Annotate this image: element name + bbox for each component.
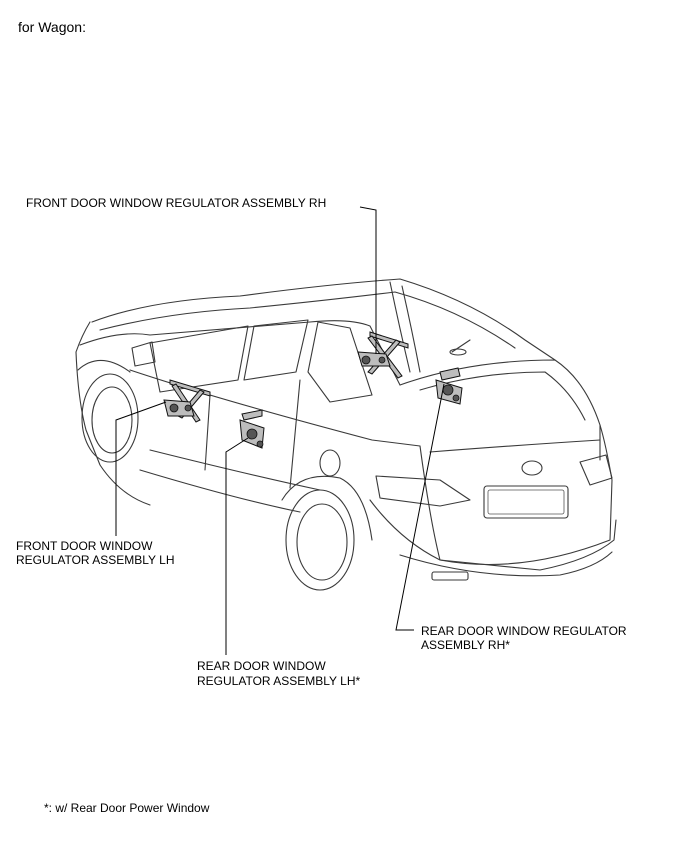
leader-rear-rh — [395, 383, 445, 631]
regulator-front-rh-icon — [357, 331, 409, 379]
regulator-rear-lh-icon — [239, 409, 265, 449]
leader-front-rh — [359, 206, 377, 354]
wagon-outline-icon — [75, 278, 617, 591]
label-front-door-regulator-lh-line1: FRONT DOOR WINDOW — [16, 539, 153, 553]
regulator-rear-rh-icon — [435, 367, 463, 405]
label-rear-door-regulator-lh-line2: REGULATOR ASSEMBLY LH* — [197, 674, 361, 688]
label-front-door-regulator-lh-line2: REGULATOR ASSEMBLY LH — [16, 553, 175, 567]
label-rear-door-regulator-lh-line1: REAR DOOR WINDOW — [197, 659, 326, 673]
label-rear-door-regulator-rh-line1: REAR DOOR WINDOW REGULATOR — [421, 624, 627, 638]
page-heading: for Wagon: — [18, 19, 86, 35]
leader-front-lh — [115, 401, 167, 536]
label-front-door-regulator-rh: FRONT DOOR WINDOW REGULATOR ASSEMBLY RH — [26, 196, 327, 210]
regulator-front-lh-icon — [163, 379, 211, 423]
footnote: *: w/ Rear Door Power Window — [44, 801, 210, 815]
leader-rear-lh — [225, 437, 249, 655]
label-rear-door-regulator-rh-line2: ASSEMBLY RH* — [421, 638, 510, 652]
